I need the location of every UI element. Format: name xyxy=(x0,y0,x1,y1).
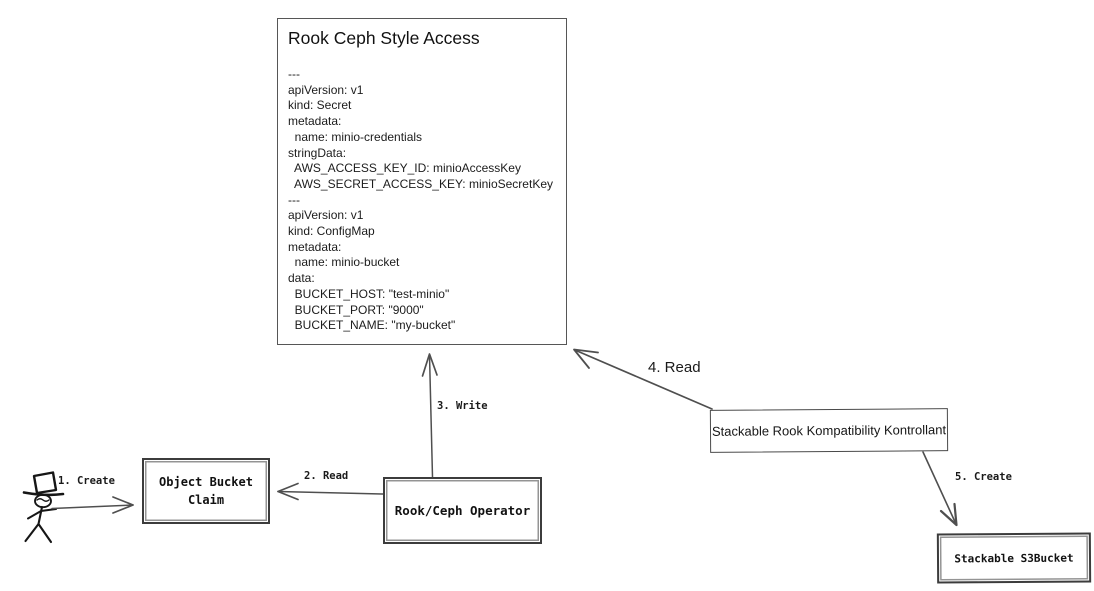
object-bucket-claim-label: Object Bucket Claim xyxy=(159,475,253,507)
kontrollant-label: Stackable Rook Kompatibility Kontrollant xyxy=(711,422,947,439)
arrow-1-create xyxy=(51,496,134,514)
arrow-label-3-write: 3. Write xyxy=(437,400,488,412)
arrow-5-line xyxy=(922,451,957,525)
actor-body xyxy=(37,505,44,526)
actor-hat-icon xyxy=(32,471,58,495)
actor-arms xyxy=(27,508,57,520)
arrow-3-write xyxy=(421,353,438,478)
arrow-4-line xyxy=(575,349,713,410)
user-actor-figure xyxy=(22,471,65,544)
main-box-yaml-code: --- apiVersion: v1 kind: Secret metadata… xyxy=(288,67,553,333)
arrow-2-read xyxy=(277,482,384,501)
arrow-label-4-read: 4. Read xyxy=(648,359,701,376)
arrow-2-line xyxy=(277,490,384,495)
stackable-s3bucket-box: Stackable S3Bucket xyxy=(936,532,1092,584)
arrow-label-5-create: 5. Create xyxy=(955,471,1012,483)
arrow-1-line xyxy=(51,504,134,510)
stackable-rook-kompatibility-kontrollant-box: Stackable Rook Kompatibility Kontrollant xyxy=(709,408,949,453)
arrow-5-create xyxy=(922,451,958,527)
rook-ceph-operator-label: Rook/Ceph Operator xyxy=(394,503,531,518)
arrow-5-head xyxy=(939,502,958,527)
arrow-2-head xyxy=(277,482,299,501)
arrow-1-head xyxy=(112,496,134,514)
stackable-s3bucket-label: Stackable S3Bucket xyxy=(954,551,1074,565)
arrow-3-head xyxy=(421,353,438,377)
rook-ceph-operator-box: Rook/Ceph Operator xyxy=(383,477,542,544)
actor-face xyxy=(36,498,50,502)
arrow-4-read xyxy=(573,348,713,410)
actor-legs xyxy=(24,522,53,544)
object-bucket-claim-box: Object Bucket Claim xyxy=(142,458,270,524)
arrow-label-2-read: 2. Read xyxy=(304,470,349,482)
main-box-title: Rook Ceph Style Access xyxy=(288,28,480,48)
arrow-3-line xyxy=(428,354,434,478)
arrow-label-1-create: 1. Create xyxy=(58,475,115,487)
rook-ceph-style-access-box: Rook Ceph Style Access --- apiVersion: v… xyxy=(277,18,567,345)
arrow-4-head xyxy=(573,348,599,369)
